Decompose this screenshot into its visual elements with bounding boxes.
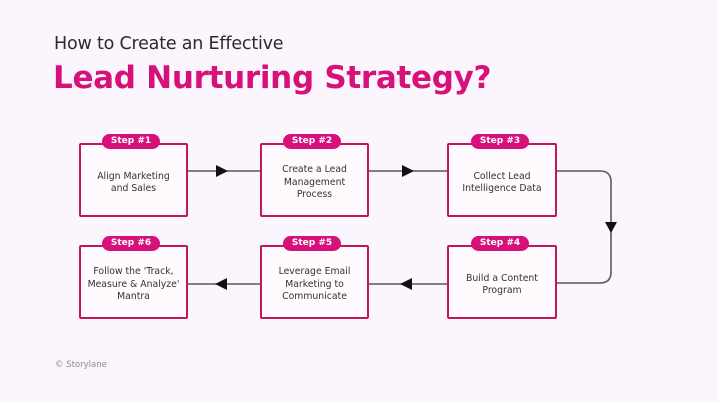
step-badge-1: Step #1 xyxy=(102,134,160,149)
step-label: Leverage Email Marketing to Communicate xyxy=(278,266,351,303)
step-badge-3: Step #3 xyxy=(471,134,529,149)
copyright-footer: © Storylane xyxy=(55,360,107,370)
step-badge-6: Step #6 xyxy=(102,236,160,251)
arrow-down-icon xyxy=(605,222,617,233)
step-box-3: Collect Lead Intelligence Data xyxy=(447,143,557,217)
step-box-1: Align Marketing and Sales xyxy=(79,143,188,217)
step-box-4: Build a Content Program xyxy=(447,245,557,319)
step-label: Collect Lead Intelligence Data xyxy=(462,170,542,195)
step-badge-2: Step #2 xyxy=(283,134,341,149)
arrow-right-icon xyxy=(402,165,414,177)
subtitle: How to Create an Effective xyxy=(54,34,284,54)
step-box-6: Follow the 'Track, Measure & Analyze' Ma… xyxy=(79,245,188,319)
step-box-2: Create a Lead Management Process xyxy=(260,143,369,217)
page-title: Lead Nurturing Strategy? xyxy=(53,60,492,96)
step-label: Build a Content Program xyxy=(466,272,538,297)
step-box-5: Leverage Email Marketing to Communicate xyxy=(260,245,369,319)
arrow-right-icon xyxy=(216,165,228,177)
step-label: Align Marketing and Sales xyxy=(97,170,170,195)
step-badge-4: Step #4 xyxy=(471,236,529,251)
step-label: Follow the 'Track, Measure & Analyze' Ma… xyxy=(87,266,180,303)
step-label: Create a Lead Management Process xyxy=(282,164,347,201)
step-badge-5: Step #5 xyxy=(283,236,341,251)
arrow-left-icon xyxy=(215,278,227,290)
arrow-left-icon xyxy=(400,278,412,290)
